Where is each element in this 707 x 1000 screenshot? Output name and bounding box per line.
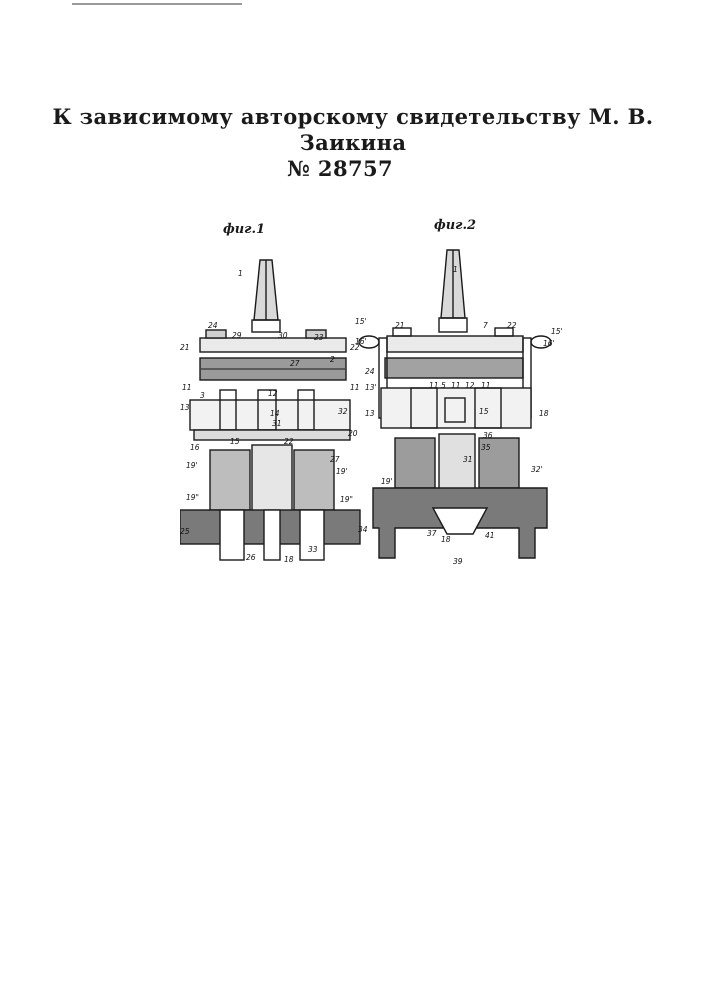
ref-number: 11 bbox=[429, 381, 439, 390]
heading-line-patent-number: № 28757 bbox=[0, 156, 707, 182]
figure-2-svg: 1 15' 16' 21 7 22 15' 16' 24 13' 11 5 11… bbox=[355, 238, 565, 578]
ref-number: 32' bbox=[531, 465, 543, 474]
ref-number: 31 bbox=[463, 455, 473, 464]
ref-number: 37 bbox=[427, 529, 437, 538]
ref-number: 7 bbox=[483, 321, 488, 330]
ref-number: 16 bbox=[190, 443, 200, 452]
ref-number: 22 bbox=[284, 437, 294, 446]
ref-number: 24 bbox=[365, 367, 375, 376]
ref-number: 11 bbox=[481, 381, 491, 390]
ref-number: 12 bbox=[465, 381, 475, 390]
ref-number: 18 bbox=[539, 409, 549, 418]
ref-number: 39 bbox=[453, 557, 463, 566]
ref-number: 18 bbox=[284, 555, 294, 564]
ref-number: 15' bbox=[551, 327, 563, 336]
ref-number: 19" bbox=[340, 495, 353, 504]
ref-number: 21 bbox=[180, 343, 190, 352]
ref-number: 19' bbox=[336, 467, 348, 476]
figure-2-label: фиг.2 bbox=[434, 218, 476, 233]
ref-number: 25 bbox=[180, 527, 190, 536]
ref-number: 31 bbox=[272, 419, 282, 428]
ref-number: 1 bbox=[238, 269, 243, 278]
figure-1-svg: 1 24 21 29 30 23 22 2 27 11 11 3 13 12 1… bbox=[180, 240, 380, 580]
ref-number: 13 bbox=[180, 403, 190, 412]
ref-number: 16' bbox=[543, 339, 555, 348]
ref-number: 15' bbox=[355, 317, 367, 326]
ref-number: 5 bbox=[441, 381, 446, 390]
ref-number: 24 bbox=[208, 321, 218, 330]
ref-number: 19' bbox=[186, 461, 198, 470]
ref-number: 32 bbox=[338, 407, 348, 416]
ref-number: 21 bbox=[395, 321, 405, 330]
document-heading: К зависимому авторскому свидетельству М.… bbox=[0, 104, 707, 182]
ref-number: 26 bbox=[246, 553, 256, 562]
ref-number: 1 bbox=[453, 265, 458, 274]
figure-2-drawing: 1 15' 16' 21 7 22 15' 16' 24 13' 11 5 11… bbox=[355, 238, 565, 578]
figure-1-drawing: 1 24 21 29 30 23 22 2 27 11 11 3 13 12 1… bbox=[180, 240, 380, 580]
ref-number: 36 bbox=[483, 431, 493, 440]
ref-number: 13 bbox=[365, 409, 375, 418]
ref-number: 3 bbox=[200, 391, 205, 400]
ref-number: 2 bbox=[330, 355, 335, 364]
ref-number: 18 bbox=[441, 535, 451, 544]
ref-number: 11 bbox=[182, 383, 192, 392]
ref-number: 12 bbox=[268, 389, 278, 398]
ref-number: 27 bbox=[290, 359, 300, 368]
scan-top-rule bbox=[72, 3, 242, 5]
ref-number: 19' bbox=[381, 477, 393, 486]
ref-number: 19" bbox=[186, 493, 199, 502]
figure-1-label: фиг.1 bbox=[223, 222, 265, 237]
ref-number: 23 bbox=[314, 333, 324, 342]
ref-number: 11 bbox=[451, 381, 461, 390]
ref-number: 35 bbox=[481, 443, 491, 452]
ref-number: 13' bbox=[365, 383, 377, 392]
ref-number: 15 bbox=[230, 437, 240, 446]
ref-number: 41 bbox=[485, 531, 495, 540]
ref-number: 16' bbox=[355, 337, 367, 346]
ref-number: 27 bbox=[330, 455, 340, 464]
ref-number: 15 bbox=[479, 407, 489, 416]
ref-number: 22 bbox=[507, 321, 517, 330]
ref-number: 29 bbox=[232, 331, 242, 340]
heading-line-patent-reference: К зависимому авторскому свидетельству М.… bbox=[0, 104, 707, 156]
ref-number: 14 bbox=[270, 409, 280, 418]
ref-number: 30 bbox=[278, 331, 288, 340]
ref-number: 33 bbox=[308, 545, 318, 554]
